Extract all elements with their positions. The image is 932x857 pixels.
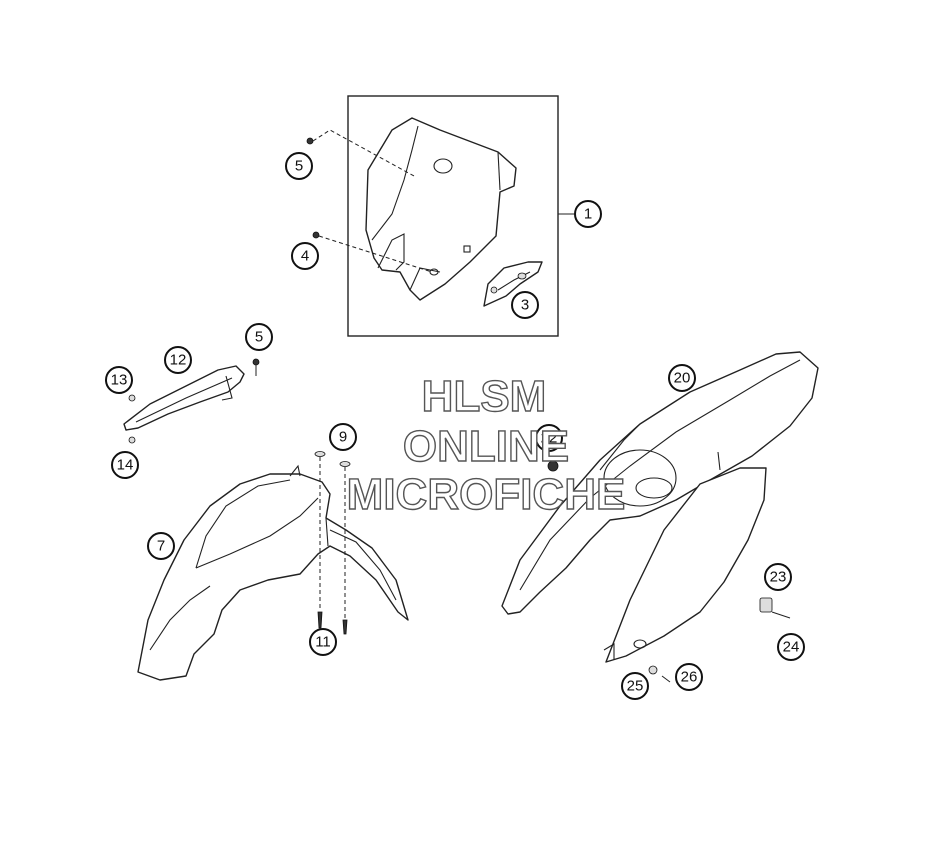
callout-26-label: 26 xyxy=(681,669,698,686)
callout-5a-label: 5 xyxy=(295,158,303,175)
callout-9: 9 xyxy=(329,423,357,451)
callout-23-label: 23 xyxy=(770,569,787,586)
callout-22: 22 xyxy=(535,424,563,452)
callout-3-label: 3 xyxy=(521,297,529,314)
trim-piece xyxy=(483,261,543,307)
fender-bracket xyxy=(123,365,245,431)
callout-12-label: 12 xyxy=(170,352,187,369)
callout-14-label: 14 xyxy=(117,457,134,474)
callout-4: 4 xyxy=(291,242,319,270)
rear-fender xyxy=(501,351,819,615)
callout-20-label: 20 xyxy=(674,370,691,387)
callout-23: 23 xyxy=(764,563,792,591)
callout-25: 25 xyxy=(621,672,649,700)
callout-5a: 5 xyxy=(285,152,313,180)
side-panel xyxy=(603,467,767,663)
callout-13-label: 13 xyxy=(111,372,128,389)
callout-3: 3 xyxy=(511,291,539,319)
front-fender xyxy=(137,464,409,681)
watermark-line1: HLSM xyxy=(422,372,547,421)
callout-1-label: 1 xyxy=(584,206,592,223)
callout-20: 20 xyxy=(668,364,696,392)
number-plate xyxy=(365,117,517,301)
callout-9-label: 9 xyxy=(339,429,347,446)
callout-11-label: 11 xyxy=(315,634,331,651)
callout-1: 1 xyxy=(574,200,602,228)
callout-7: 7 xyxy=(147,532,175,560)
callout-24-label: 24 xyxy=(783,639,800,656)
callout-5b: 5 xyxy=(245,323,273,351)
callout-22-label: 22 xyxy=(541,430,558,447)
watermark-line2: ONLINE xyxy=(403,422,569,471)
callout-4-label: 4 xyxy=(301,248,309,265)
callout-24: 24 xyxy=(777,633,805,661)
number-plate-group-box xyxy=(347,95,559,337)
callout-26: 26 xyxy=(675,663,703,691)
callout-11: 11 xyxy=(309,628,337,656)
watermark-line3: MICROFICHE xyxy=(347,470,626,519)
callout-14: 14 xyxy=(111,451,139,479)
watermark: HLSM ONLINE MICROFICHE xyxy=(346,371,626,519)
callout-12: 12 xyxy=(164,346,192,374)
callout-25-label: 25 xyxy=(627,678,644,695)
callout-7-label: 7 xyxy=(157,538,165,555)
callout-13: 13 xyxy=(105,366,133,394)
callout-5b-label: 5 xyxy=(255,329,263,346)
